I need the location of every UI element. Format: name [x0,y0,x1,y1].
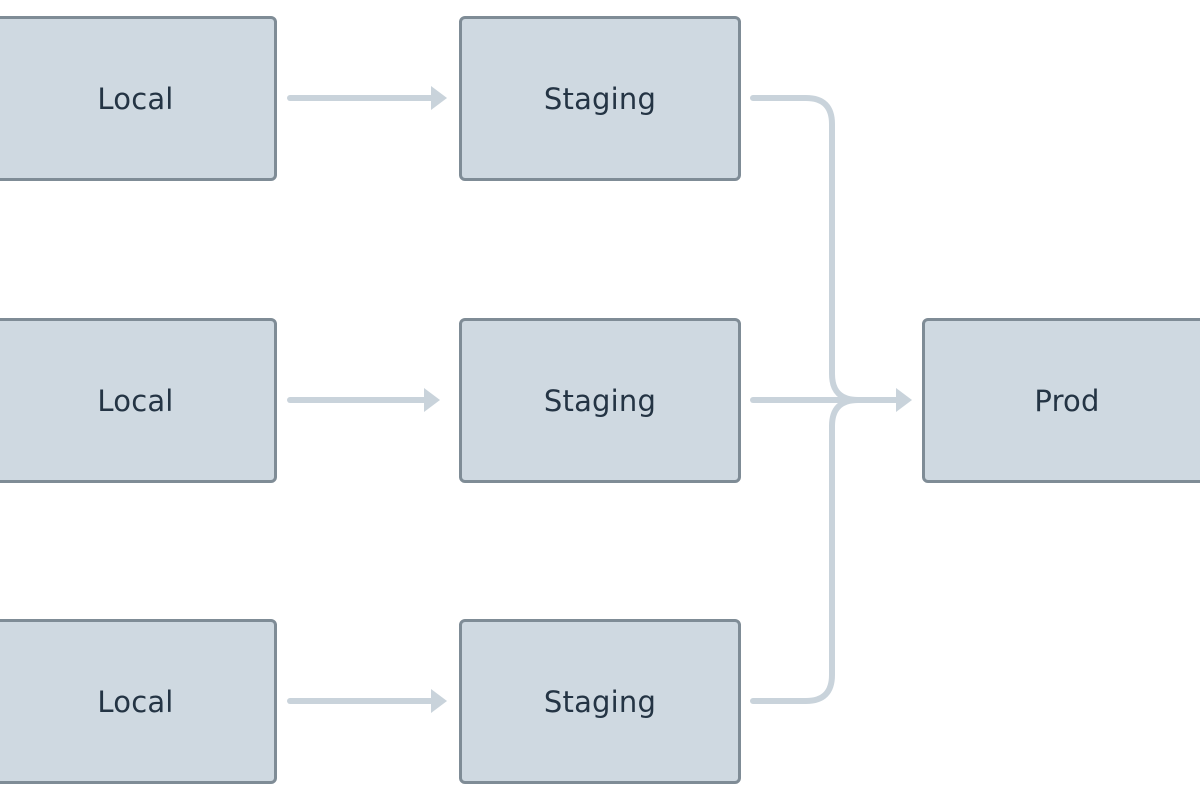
edge-staging-2-to-prod [750,388,912,412]
node-label: Staging [543,81,657,116]
node-label: Staging [543,684,657,719]
node-label: Local [97,383,174,418]
edge-staging-1-to-prod [750,95,861,403]
arrowhead-icon [431,86,447,110]
edge-local-1-to-staging-1 [287,86,447,110]
node-staging-3: Staging [459,619,741,784]
node-local-1: Local [0,16,277,181]
arrowhead-icon [424,388,440,412]
node-label: Local [97,684,174,719]
node-prod: Prod [922,318,1200,483]
edge-local-3-to-staging-3 [287,689,447,713]
node-label: Local [97,81,174,116]
node-staging-2: Staging [459,318,741,483]
node-local-3: Local [0,619,277,784]
edge-local-2-to-staging-2 [287,388,440,412]
arrowhead-icon [431,689,447,713]
node-label: Prod [1034,383,1100,418]
node-label: Staging [543,383,657,418]
node-local-2: Local [0,318,277,483]
node-staging-1: Staging [459,16,741,181]
arrowhead-icon [896,388,912,412]
edge-staging-3-to-prod [750,397,861,704]
